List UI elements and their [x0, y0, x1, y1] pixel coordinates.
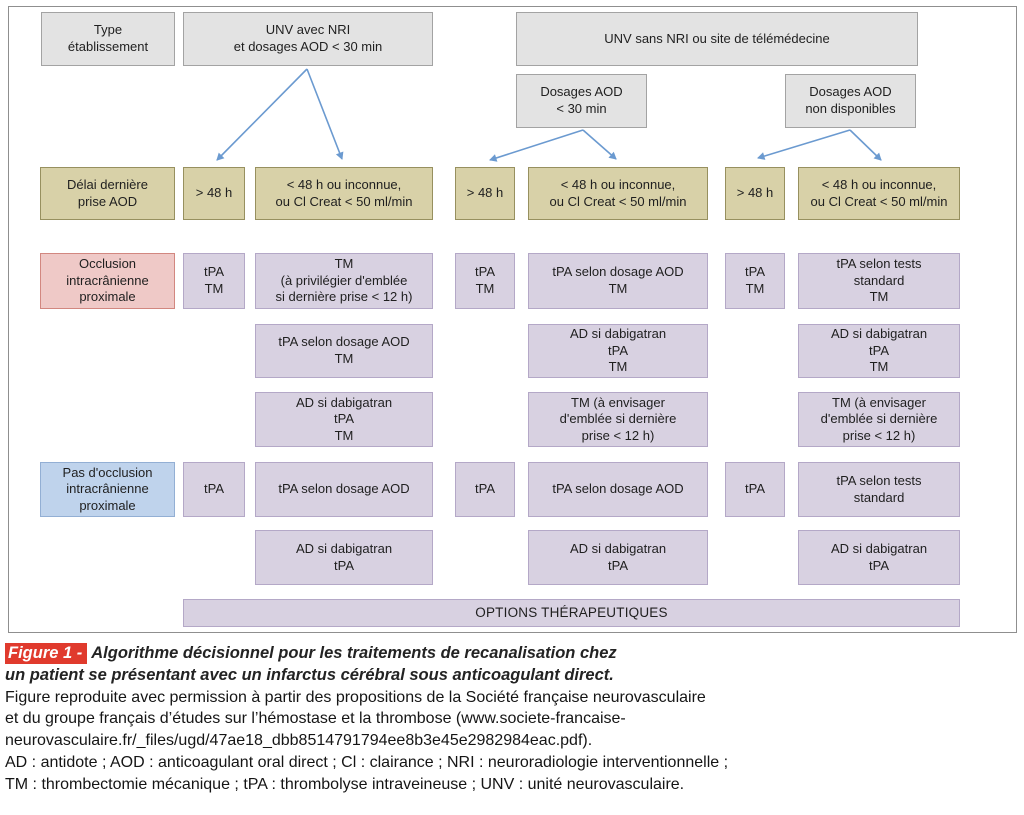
- cell-c6r1: tPA selon tests standard TM: [798, 253, 960, 309]
- caption-abbrev-line1: AD : antidote ; AOD : anticoagulant oral…: [5, 753, 729, 771]
- cell-c3r4: tPA: [455, 462, 515, 517]
- delay-col3-gt48h: > 48 h: [455, 167, 515, 220]
- cell-c4r4: tPA selon dosage AOD: [528, 462, 708, 517]
- header-dosages-aod-30min: Dosages AOD < 30 min: [516, 74, 647, 128]
- cell-c5r1: tPA TM: [725, 253, 785, 309]
- delay-col6-lt48h: < 48 h ou inconnue, ou Cl Creat < 50 ml/…: [798, 167, 960, 220]
- cell-c5r4: tPA: [725, 462, 785, 517]
- header-dosages-aod-non-disponibles: Dosages AOD non disponibles: [785, 74, 916, 128]
- cell-c6r2: AD si dabigatran tPA TM: [798, 324, 960, 378]
- delay-col4-lt48h: < 48 h ou inconnue, ou Cl Creat < 50 ml/…: [528, 167, 708, 220]
- cell-c2r3: AD si dabigatran tPA TM: [255, 392, 433, 447]
- caption-title-line1: Figure 1 -Algorithme décisionnel pour le…: [5, 643, 1019, 665]
- cell-c2r1: TM (à privilégier d'emblée si dernière p…: [255, 253, 433, 309]
- header-unv-avec-nri: UNV avec NRI et dosages AOD < 30 min: [183, 12, 433, 66]
- row-label-delai-derniere-prise: Délai dernière prise AOD: [40, 167, 175, 220]
- cell-c4r3: TM (à envisager d'emblée si dernière pri…: [528, 392, 708, 447]
- cell-c6r4: tPA selon tests standard: [798, 462, 960, 517]
- delay-col5-gt48h: > 48 h: [725, 167, 785, 220]
- caption-body-line1: Figure reproduite avec permission à part…: [5, 688, 706, 706]
- figure-number-label: Figure 1 -: [5, 643, 88, 664]
- cell-c4r1: tPA selon dosage AOD TM: [528, 253, 708, 309]
- caption-body-line3: neurovasculaire.fr/_files/ugd/47ae18_dbb…: [5, 732, 593, 750]
- header-type-etablissement: Type établissement: [41, 12, 175, 66]
- row-label-pas-occlusion: Pas d'occlusion intracrânienne proximale: [40, 462, 175, 517]
- delay-col1-gt48h: > 48 h: [183, 167, 245, 220]
- row-label-occlusion-proximale: Occlusion intracrânienne proximale: [40, 253, 175, 309]
- caption-body-line2: et du groupe français d’études sur l’hém…: [5, 710, 626, 728]
- cell-c3r1: tPA TM: [455, 253, 515, 309]
- cell-c1r4: tPA: [183, 462, 245, 517]
- figure-caption: Figure 1 -Algorithme décisionnel pour le…: [5, 643, 1019, 796]
- cell-c4r5: AD si dabigatran tPA: [528, 530, 708, 585]
- cell-c6r5: AD si dabigatran tPA: [798, 530, 960, 585]
- caption-abbrev-line2: TM : thrombectomie mécanique ; tPA : thr…: [5, 775, 685, 793]
- options-therapeutiques-bar: OPTIONS THÉRAPEUTIQUES: [183, 599, 960, 627]
- caption-title-text: Algorithme décisionnel pour les traiteme…: [91, 644, 617, 662]
- cell-c2r4: tPA selon dosage AOD: [255, 462, 433, 517]
- cell-c2r5: AD si dabigatran tPA: [255, 530, 433, 585]
- cell-c2r2: tPA selon dosage AOD TM: [255, 324, 433, 378]
- cell-c1r1: tPA TM: [183, 253, 245, 309]
- header-unv-sans-nri: UNV sans NRI ou site de télémédecine: [516, 12, 918, 66]
- cell-c6r3: TM (à envisager d'emblée si dernière pri…: [798, 392, 960, 447]
- caption-title-line2: un patient se présentant avec un infarct…: [5, 665, 614, 684]
- delay-col2-lt48h: < 48 h ou inconnue, ou Cl Creat < 50 ml/…: [255, 167, 433, 220]
- cell-c4r2: AD si dabigatran tPA TM: [528, 324, 708, 378]
